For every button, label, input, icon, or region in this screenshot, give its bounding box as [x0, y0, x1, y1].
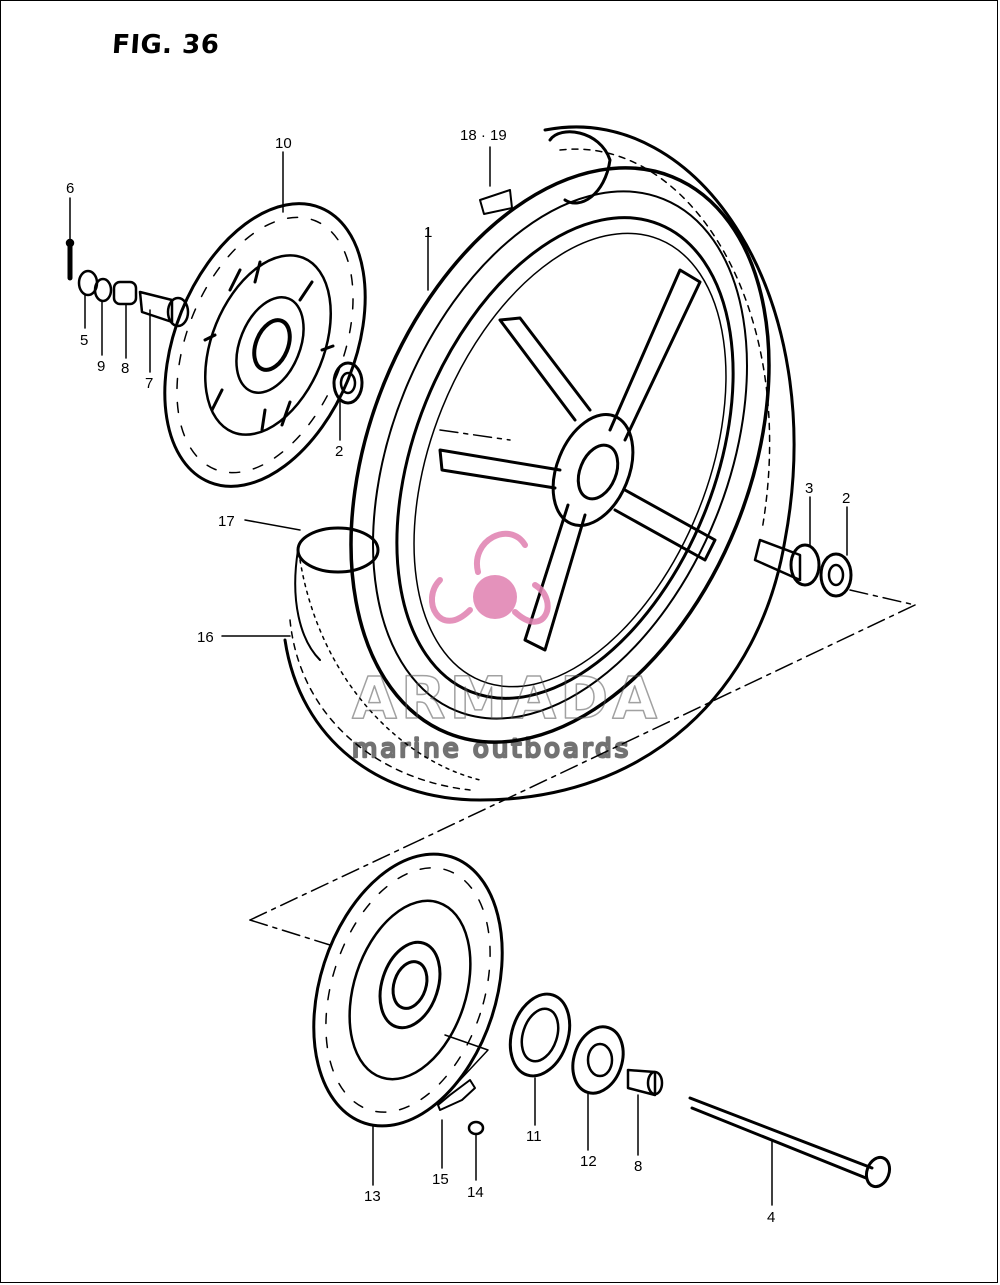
callout-12: 10 — [275, 135, 292, 152]
left-axle-parts — [65, 238, 190, 328]
callout-11: 12 — [580, 1153, 597, 1170]
callout-8-upper: 8 — [121, 360, 129, 377]
watermark-brand: ARMADA — [352, 664, 661, 732]
cast-wheel — [283, 125, 796, 802]
center-lines — [249, 429, 916, 946]
callout-5: 5 — [80, 332, 88, 349]
callout-4: 4 — [767, 1209, 775, 1226]
watermark-tagline: marine outboards — [352, 734, 631, 764]
watermark-logo — [428, 530, 551, 625]
callout-9: 9 — [97, 358, 105, 375]
callout-labels: 10 1 18 · 19 6 5 9 8 7 2 17 16 3 2 11 12… — [66, 127, 850, 1226]
callout-16: 16 — [197, 629, 214, 646]
watermark: ARMADA marine outboards — [351, 530, 661, 765]
callout-10: 11 — [526, 1128, 542, 1145]
callout-7: 7 — [145, 375, 153, 392]
callout-6: 6 — [66, 180, 74, 197]
right-axle-parts — [753, 538, 853, 598]
callout-2-right: 2 — [842, 490, 850, 507]
upper-bearing — [332, 361, 364, 405]
callout-13: 13 — [364, 1188, 381, 1205]
callout-3: 3 — [805, 480, 813, 497]
callout-2-upper: 2 — [335, 443, 343, 460]
lower-brake-disc — [312, 852, 504, 1128]
callout-8-lower: 8 — [634, 1158, 642, 1175]
leader-lines — [69, 146, 848, 1206]
callout-14: 14 — [467, 1184, 484, 1201]
callout-17: 17 — [218, 513, 235, 530]
callout-15: 15 — [432, 1171, 449, 1188]
callout-18-19: 18 · 19 — [460, 127, 507, 144]
lower-axle-parts — [437, 992, 892, 1189]
upper-brake-disc — [163, 202, 367, 488]
callout-1: 1 — [424, 224, 432, 241]
